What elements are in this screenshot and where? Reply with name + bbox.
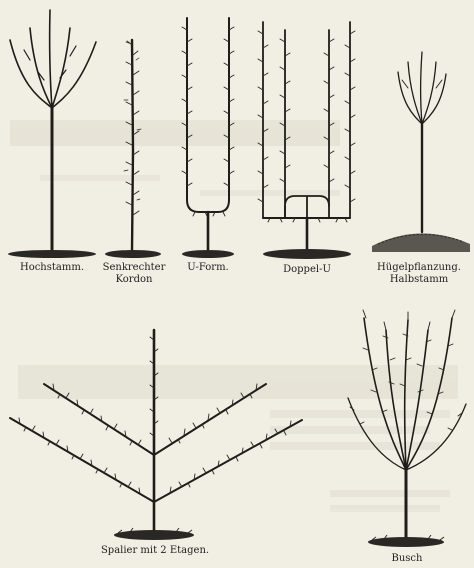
caption-doppel-u: Doppel-U bbox=[262, 264, 352, 275]
bleed-through-texture bbox=[10, 120, 458, 512]
caption-kordon-line1: Senkrechter bbox=[98, 262, 170, 273]
figure-senkrechter-kordon bbox=[105, 40, 161, 258]
caption-u-form: U-Form. bbox=[176, 262, 240, 273]
caption-hochstamm: Hochstamm. bbox=[6, 262, 98, 273]
caption-busch: Busch bbox=[372, 553, 442, 564]
caption-huegel-line1: Hügelpflanzung. bbox=[366, 262, 472, 273]
figure-spalier bbox=[10, 330, 302, 540]
caption-huegel-line2: Halbstamm bbox=[366, 274, 472, 285]
caption-spalier: Spalier mit 2 Etagen. bbox=[70, 545, 240, 556]
caption-kordon-line2: Kordon bbox=[98, 274, 170, 285]
figure-huegelpflanzung bbox=[372, 52, 470, 252]
